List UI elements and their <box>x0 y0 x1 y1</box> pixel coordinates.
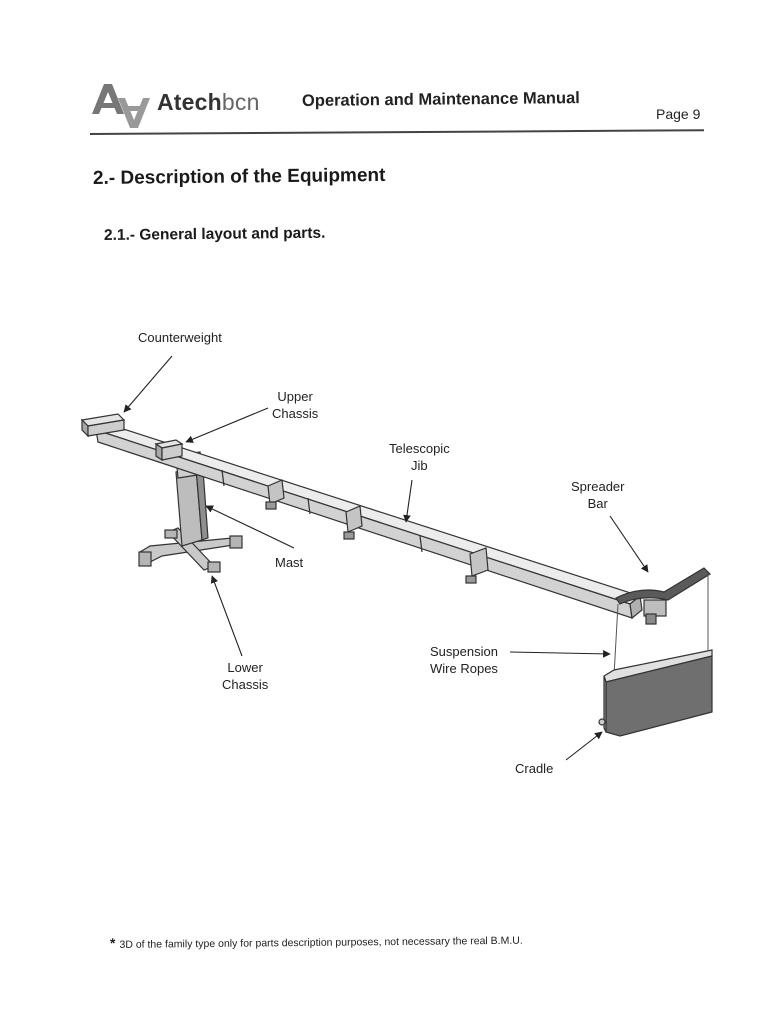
cradle-drawing <box>598 649 713 737</box>
label-counterweight: Counterweight <box>138 330 222 345</box>
label-lower-chassis-line1: Lower <box>227 660 263 675</box>
lower-chassis-arrow <box>210 575 243 657</box>
label-spreader-bar-line1: Spreader <box>571 479 625 494</box>
spreader-bar-arrow <box>609 515 649 573</box>
brand-name-bold: Atech <box>157 89 222 115</box>
telescopic-jib-arrow <box>403 479 413 523</box>
upper-chassis-drawing <box>154 439 184 462</box>
cradle-arrow <box>565 731 603 761</box>
label-spreader-bar: Spreader Bar <box>571 478 624 512</box>
label-lower-chassis: Lower Chassis <box>222 659 268 693</box>
label-suspension-wire-ropes-line1: Suspension <box>430 644 498 659</box>
lower-chassis-drawing <box>138 527 243 573</box>
label-telescopic-jib-line1: Telescopic <box>389 441 450 456</box>
telescopic-jib-drawing <box>94 423 643 620</box>
label-upper-chassis-line1: Upper <box>277 389 313 404</box>
atechbcn-logo-icon <box>92 84 150 128</box>
page-number: Page 9 <box>656 106 701 122</box>
label-cradle: Cradle <box>515 761 554 776</box>
brand-name-light: bcn <box>221 89 260 115</box>
counterweight-drawing <box>80 413 126 438</box>
mast-arrow <box>205 505 295 549</box>
label-suspension-wire-ropes: Suspension Wire Ropes <box>430 643 498 677</box>
spreader-bar-drawing <box>615 567 711 625</box>
label-mast: Mast <box>275 555 304 570</box>
label-telescopic-jib: Telescopic Jib <box>389 440 450 474</box>
suspension-wire-ropes-drawing <box>613 574 709 677</box>
label-suspension-wire-ropes-line2: Wire Ropes <box>430 661 498 676</box>
label-upper-chassis-line2: Chassis <box>272 406 319 421</box>
leader-arrows <box>123 355 649 761</box>
footnote-marker: * <box>109 934 116 951</box>
upper-chassis-arrow <box>185 407 269 443</box>
suspension-wire-ropes-arrow <box>509 650 611 658</box>
counterweight-arrow <box>123 355 173 413</box>
label-spreader-bar-line2: Bar <box>587 496 608 511</box>
label-telescopic-jib-line2: Jib <box>411 458 428 473</box>
label-lower-chassis-line2: Chassis <box>222 677 269 692</box>
label-upper-chassis: Upper Chassis <box>272 388 318 422</box>
brand-name: Atechbcn <box>157 89 260 116</box>
